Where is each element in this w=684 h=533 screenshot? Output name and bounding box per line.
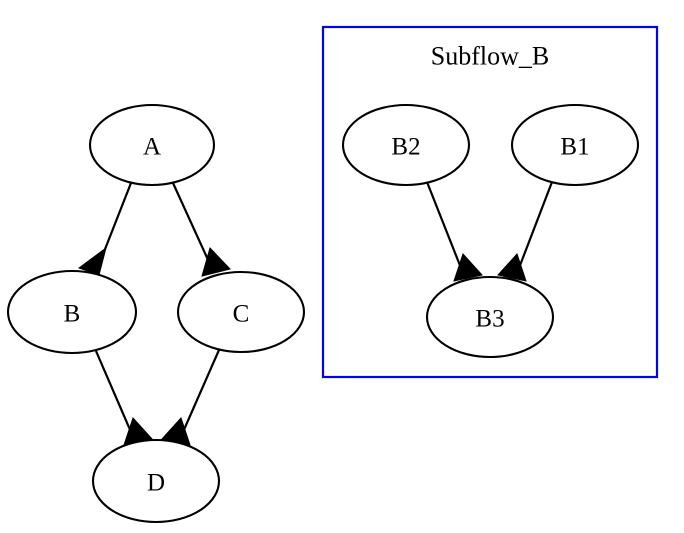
node-d[interactable]: D bbox=[91, 438, 221, 524]
edge-b-to-d[interactable] bbox=[94, 350, 153, 446]
node-label-d: D bbox=[147, 470, 165, 497]
node-c[interactable]: C bbox=[176, 270, 306, 354]
edge-a-to-c[interactable] bbox=[171, 182, 231, 277]
edge-c-to-d[interactable] bbox=[161, 349, 221, 446]
edge-b1-to-b3[interactable] bbox=[497, 181, 554, 282]
node-shape-c bbox=[176, 270, 306, 354]
edge-line-b2-b3 bbox=[425, 181, 463, 269]
node-label-b3: B3 bbox=[475, 306, 504, 333]
edge-line-b1-b3 bbox=[517, 181, 554, 269]
node-label-b1: B1 bbox=[560, 134, 589, 161]
cluster-border-subflow-b bbox=[321, 25, 659, 379]
edge-a-to-b[interactable] bbox=[77, 182, 133, 276]
arrowhead-a-c bbox=[201, 247, 231, 277]
node-b1[interactable]: B1 bbox=[510, 103, 640, 187]
arrowhead-b2-b3 bbox=[453, 253, 483, 282]
node-shape-a bbox=[88, 103, 216, 187]
node-label-c: C bbox=[233, 301, 250, 328]
cluster-subflow-b[interactable]: Subflow_B bbox=[321, 25, 659, 379]
edge-b2-to-b3[interactable] bbox=[425, 181, 483, 282]
node-shape-b3 bbox=[425, 275, 555, 359]
edge-group bbox=[77, 181, 554, 446]
node-shape-d bbox=[91, 438, 221, 524]
node-group: A B C D B2 B1 bbox=[6, 103, 640, 524]
node-b3[interactable]: B3 bbox=[425, 275, 555, 359]
node-label-a: A bbox=[143, 134, 161, 161]
edge-line-b-d bbox=[94, 350, 133, 433]
arrowhead-b1-b3 bbox=[497, 253, 527, 282]
edge-line-c-d bbox=[181, 349, 221, 433]
node-label-b2: B2 bbox=[391, 134, 420, 161]
node-a[interactable]: A bbox=[88, 103, 216, 187]
cluster-label-subflow-b: Subflow_B bbox=[431, 42, 549, 71]
edge-line-a-c bbox=[171, 182, 211, 263]
node-shape-b bbox=[6, 269, 138, 355]
node-b[interactable]: B bbox=[6, 269, 138, 355]
node-label-b: B bbox=[64, 301, 81, 328]
node-shape-b2 bbox=[341, 103, 471, 187]
node-shape-b1 bbox=[510, 103, 640, 187]
node-b2[interactable]: B2 bbox=[341, 103, 471, 187]
